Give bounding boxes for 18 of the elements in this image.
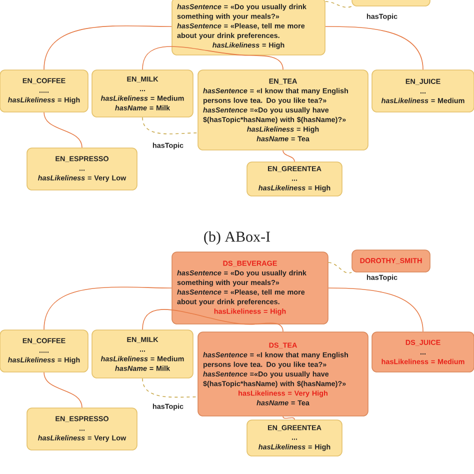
- dashed-connector: [142, 378, 198, 398]
- connector: [142, 309, 250, 330]
- connector: [282, 150, 295, 162]
- connector: [250, 322, 284, 332]
- connector: [142, 46, 249, 70]
- connector: [44, 372, 82, 408]
- empty-box: [352, 0, 430, 6]
- dashed-connector: [325, 1, 352, 8]
- connector: [44, 286, 172, 330]
- dashed-connector: [142, 117, 198, 134]
- connector: [44, 25, 172, 70]
- connector: [282, 416, 295, 420]
- caption: (b) ABox-I: [204, 231, 270, 245]
- connector: [328, 288, 424, 332]
- connector: [44, 112, 82, 148]
- connector: [325, 26, 424, 70]
- dashed-connector: [328, 262, 352, 274]
- connector: [248, 55, 284, 70]
